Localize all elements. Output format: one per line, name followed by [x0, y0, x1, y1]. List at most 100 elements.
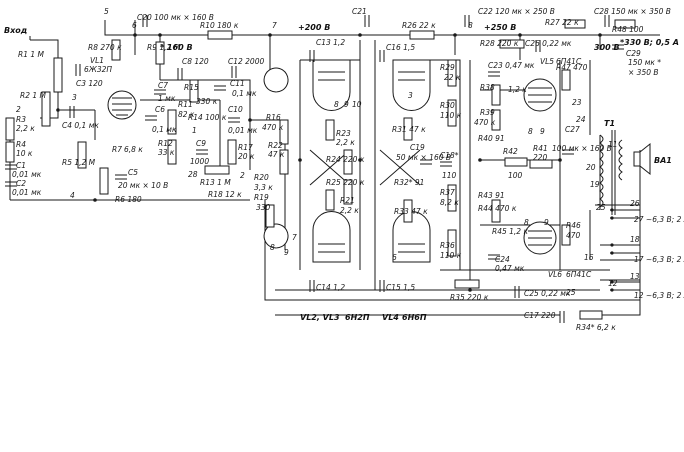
- label-r29: R29: [440, 63, 455, 72]
- label-r15v: 330 к: [196, 97, 218, 106]
- label-c9: C9: [196, 139, 206, 148]
- resistor-r23: [325, 119, 335, 141]
- label-r46: R46: [566, 221, 581, 230]
- label-r28: R28 220 к: [480, 39, 519, 48]
- label-r38: R38: [480, 83, 495, 92]
- label-r20v: 3,3 к: [254, 183, 273, 192]
- label-r17: R17: [238, 143, 253, 152]
- cap-c15: [379, 280, 385, 292]
- label-c24v: 0,47 мк: [495, 264, 525, 273]
- node-number: 5: [104, 7, 109, 16]
- resistor-r46: [561, 224, 571, 246]
- label-c5v: 20 мк × 10 В: [118, 181, 168, 190]
- resistor-r15: [189, 79, 199, 103]
- node-number: 8: [528, 127, 533, 136]
- label-r4v: 10 к: [16, 149, 33, 158]
- cap-c1: [5, 164, 17, 170]
- resistor-r19: [265, 204, 275, 228]
- resistor-r4: [5, 141, 15, 163]
- voltage-250: +250 В: [484, 23, 516, 32]
- node-number: 2: [240, 171, 245, 180]
- label-c20: C20 100 мк × 160 В: [137, 13, 214, 22]
- label-c13: C13 1,2: [316, 38, 345, 47]
- cap-c20: [142, 15, 148, 27]
- label-r7v: 6,8 к: [124, 145, 143, 154]
- node-number: 8: [270, 243, 275, 252]
- resistor-r6: [99, 167, 109, 195]
- cap-c9: [196, 149, 208, 155]
- resistor-r47: [561, 69, 571, 91]
- tube-vl3-2: [312, 211, 351, 263]
- node-number: 28: [188, 170, 198, 179]
- label-r8: R8 270 к: [88, 43, 122, 52]
- tubes: [107, 59, 557, 263]
- resistor-r13: [204, 165, 230, 175]
- label-c7: C7: [158, 81, 168, 90]
- cap-c26: [535, 40, 541, 52]
- voltage-330: *330 В; 0,5 А: [620, 38, 679, 47]
- node-number: 8: [334, 100, 339, 109]
- resistor-r38: [491, 84, 501, 106]
- cap-c12: [231, 66, 237, 78]
- label-r39v: 470 к: [474, 118, 496, 127]
- speaker-ba1: [633, 142, 651, 176]
- label-c15: C15 1,5: [386, 283, 415, 292]
- label-c14: C14 1,2: [316, 283, 345, 292]
- label-r21v: 2,2 к: [340, 206, 359, 215]
- transformer-t1: [599, 130, 623, 215]
- label-c6: C6: [155, 105, 165, 114]
- cap-c13: [309, 50, 315, 62]
- label-r25: R25 220 к: [326, 178, 365, 187]
- label-r20: R20: [254, 173, 269, 182]
- label-c6v: 0,1 мк: [152, 125, 177, 134]
- label-r16: R16: [266, 113, 281, 122]
- label-r9: R9 1,2 М: [147, 43, 181, 52]
- cap-c7: [154, 89, 166, 95]
- label-r48: R48 100: [612, 25, 644, 34]
- resistor-r9: [155, 41, 165, 65]
- label-c29v: 150 мк *: [628, 58, 661, 67]
- heater-3-label: 12 ~6,3 В; 2 А: [634, 291, 684, 300]
- label-c29: C29: [626, 49, 641, 58]
- label-r7: R7: [112, 145, 122, 154]
- cap-c22: [464, 15, 470, 27]
- tube-vl1: [107, 90, 137, 120]
- label-r35: R35 220 к: [450, 293, 489, 302]
- label-r17v: 20 к: [238, 152, 255, 161]
- label-r23: R23: [336, 129, 351, 138]
- node-number: 19: [590, 180, 600, 189]
- label-c27: C27: [565, 125, 580, 134]
- node-number: 9: [344, 100, 349, 109]
- label-c26: C26 0,22 мк: [525, 39, 572, 48]
- resistor-r29: [447, 59, 457, 87]
- legend-vl4-type: 6Н6П: [402, 313, 427, 322]
- resistor-r11: [167, 109, 177, 135]
- label-ba1: BA1: [654, 156, 672, 165]
- resistor-r26: [409, 30, 435, 40]
- label-c18v: 110: [442, 171, 457, 180]
- resistor-r34: [579, 310, 603, 320]
- node-number: 12: [608, 279, 618, 288]
- tube-vl4-1: [392, 59, 431, 111]
- label-r40: R40 91: [478, 134, 505, 143]
- label-r15: R15: [184, 83, 199, 92]
- node-number: 25: [596, 203, 606, 212]
- cap-c17: [559, 311, 565, 323]
- label-r14: R14 100 к: [188, 113, 227, 122]
- resistor-r10: [207, 30, 233, 40]
- label-c11: C11: [230, 79, 245, 88]
- label-c11v: 0,1 мк: [232, 89, 257, 98]
- label-c28: C28 150 мк × 350 В: [594, 7, 671, 16]
- cap-c11: [214, 85, 226, 91]
- label-c17: C17 220: [524, 311, 556, 320]
- node-number: 8: [468, 21, 473, 30]
- label-r1: R1 1 М: [18, 50, 45, 59]
- label-c16: C16 1,5: [386, 43, 415, 52]
- label-r36v: 110 к: [440, 251, 462, 260]
- label-c18: C18*: [440, 151, 459, 160]
- label-r44: R44 470 к: [478, 204, 517, 213]
- resistor-r8: [111, 39, 121, 61]
- label-r45: R45 1,2 к: [492, 227, 528, 236]
- label-c19v: 50 мк × 160 В: [396, 153, 451, 162]
- node-number: 2: [16, 105, 21, 114]
